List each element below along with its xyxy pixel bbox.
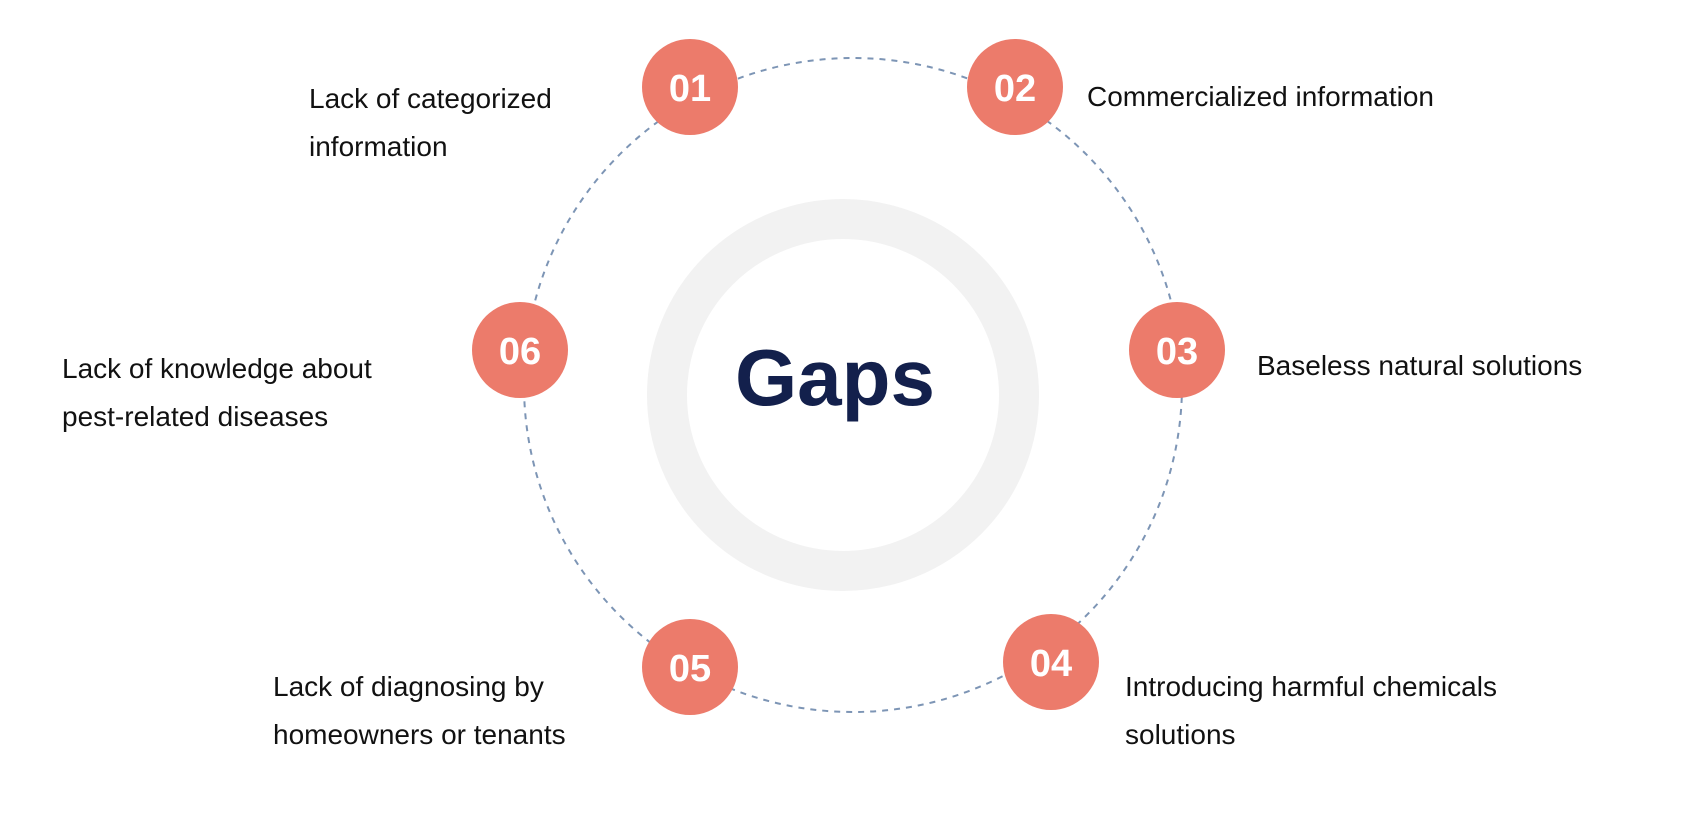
- gap-label-06: Lack of knowledge about pest-related dis…: [62, 353, 372, 432]
- gap-node-01: 01: [642, 39, 738, 135]
- gap-node-05-number: 05: [669, 648, 711, 690]
- gap-label-02: Commercialized information: [1087, 81, 1435, 112]
- center-title: Gaps: [735, 333, 935, 422]
- gap-node-02: 02: [967, 39, 1063, 135]
- gap-node-04-number: 04: [1030, 643, 1072, 685]
- center-ring: [647, 199, 1039, 591]
- gap-node-03: 03: [1129, 302, 1225, 398]
- gap-label-01: Lack of categorized information: [309, 83, 552, 162]
- gap-label-03: Baseless natural solutions: [1257, 350, 1583, 381]
- gap-node-05: 05: [642, 619, 738, 715]
- gap-node-05-circle: [642, 619, 738, 715]
- gap-node-06-circle: [472, 302, 568, 398]
- gap-node-04: 04: [1003, 614, 1099, 710]
- gap-node-02-circle: [967, 39, 1063, 135]
- gap-node-06: 06: [472, 302, 568, 398]
- gap-label-04: Introducing harmful chemicals solutions: [1125, 671, 1497, 750]
- gap-node-04-circle: [1003, 614, 1099, 710]
- gap-node-01-number: 01: [669, 68, 711, 110]
- gap-node-03-circle: [1129, 302, 1225, 398]
- gap-node-01-circle: [642, 39, 738, 135]
- gap-label-05: Lack of diagnosing by homeowners or tena…: [273, 671, 566, 750]
- gap-node-02-number: 02: [994, 68, 1036, 110]
- gap-node-06-number: 06: [499, 331, 541, 373]
- gap-node-03-number: 03: [1156, 331, 1198, 373]
